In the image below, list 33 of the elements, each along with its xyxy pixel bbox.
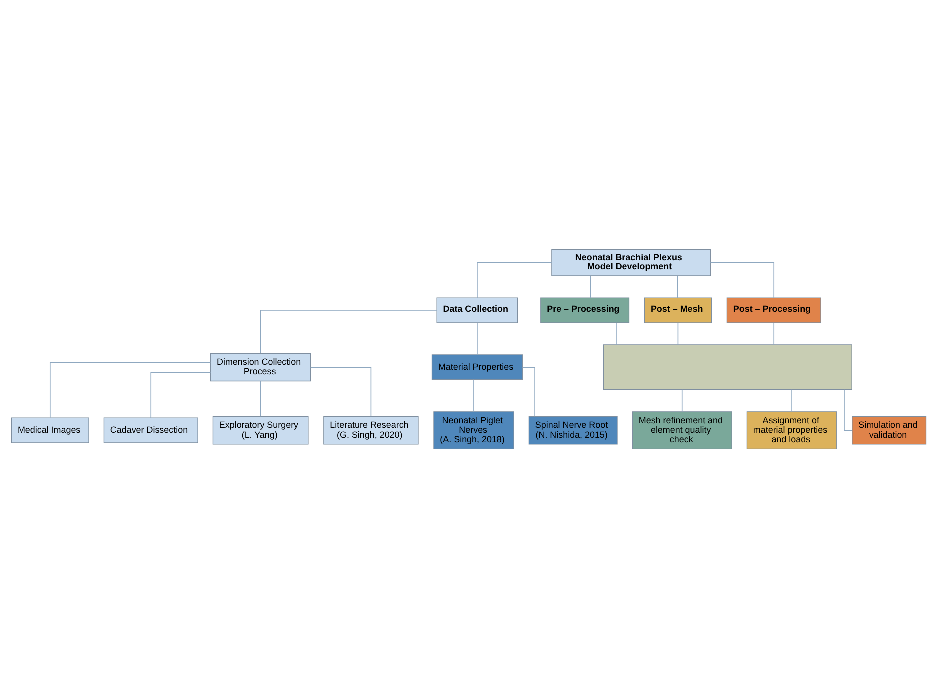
node-box: Post – Mesh (644, 297, 712, 323)
node-box: Post – Processing (726, 297, 821, 323)
connector (791, 388, 792, 412)
connector (260, 380, 261, 417)
node-box (602, 344, 852, 390)
node-box: Spinal Nerve Root (N. Nishida, 2015) (528, 416, 618, 444)
connector (310, 366, 372, 417)
node-box: Simulation and validation (852, 416, 926, 444)
node-box: Medical Images (10, 417, 89, 443)
node-box: Pre – Processing (540, 297, 630, 323)
node-box: Material Properties (431, 354, 522, 380)
node-box: Dimension Collection Process (210, 352, 311, 382)
connector (150, 372, 211, 418)
node-box: Cadaver Dissection (103, 417, 198, 443)
connector (676, 275, 678, 298)
connector (260, 310, 437, 354)
connector (522, 366, 535, 417)
node-box: Neonatal Piglet Nerves (A. Singh, 2018) (433, 411, 514, 450)
connector (844, 388, 852, 430)
node-box: Literature Research (G. Singh, 2020) (323, 416, 418, 444)
connector (476, 322, 478, 355)
node-box: Data Collection (436, 297, 518, 323)
node-box: Mesh refinement and element quality check (632, 411, 732, 450)
node-box: Exploratory Surgery (L. Yang) (212, 416, 308, 444)
connector (681, 388, 682, 412)
connector (710, 262, 774, 298)
connector (773, 322, 774, 345)
connector (49, 362, 211, 418)
connector (677, 322, 678, 345)
node-box: Neonatal Brachial Plexus Model Development (551, 248, 710, 276)
connector (476, 262, 552, 298)
connector (473, 379, 474, 412)
node-box: Assignment of material properties and loads (746, 411, 837, 450)
